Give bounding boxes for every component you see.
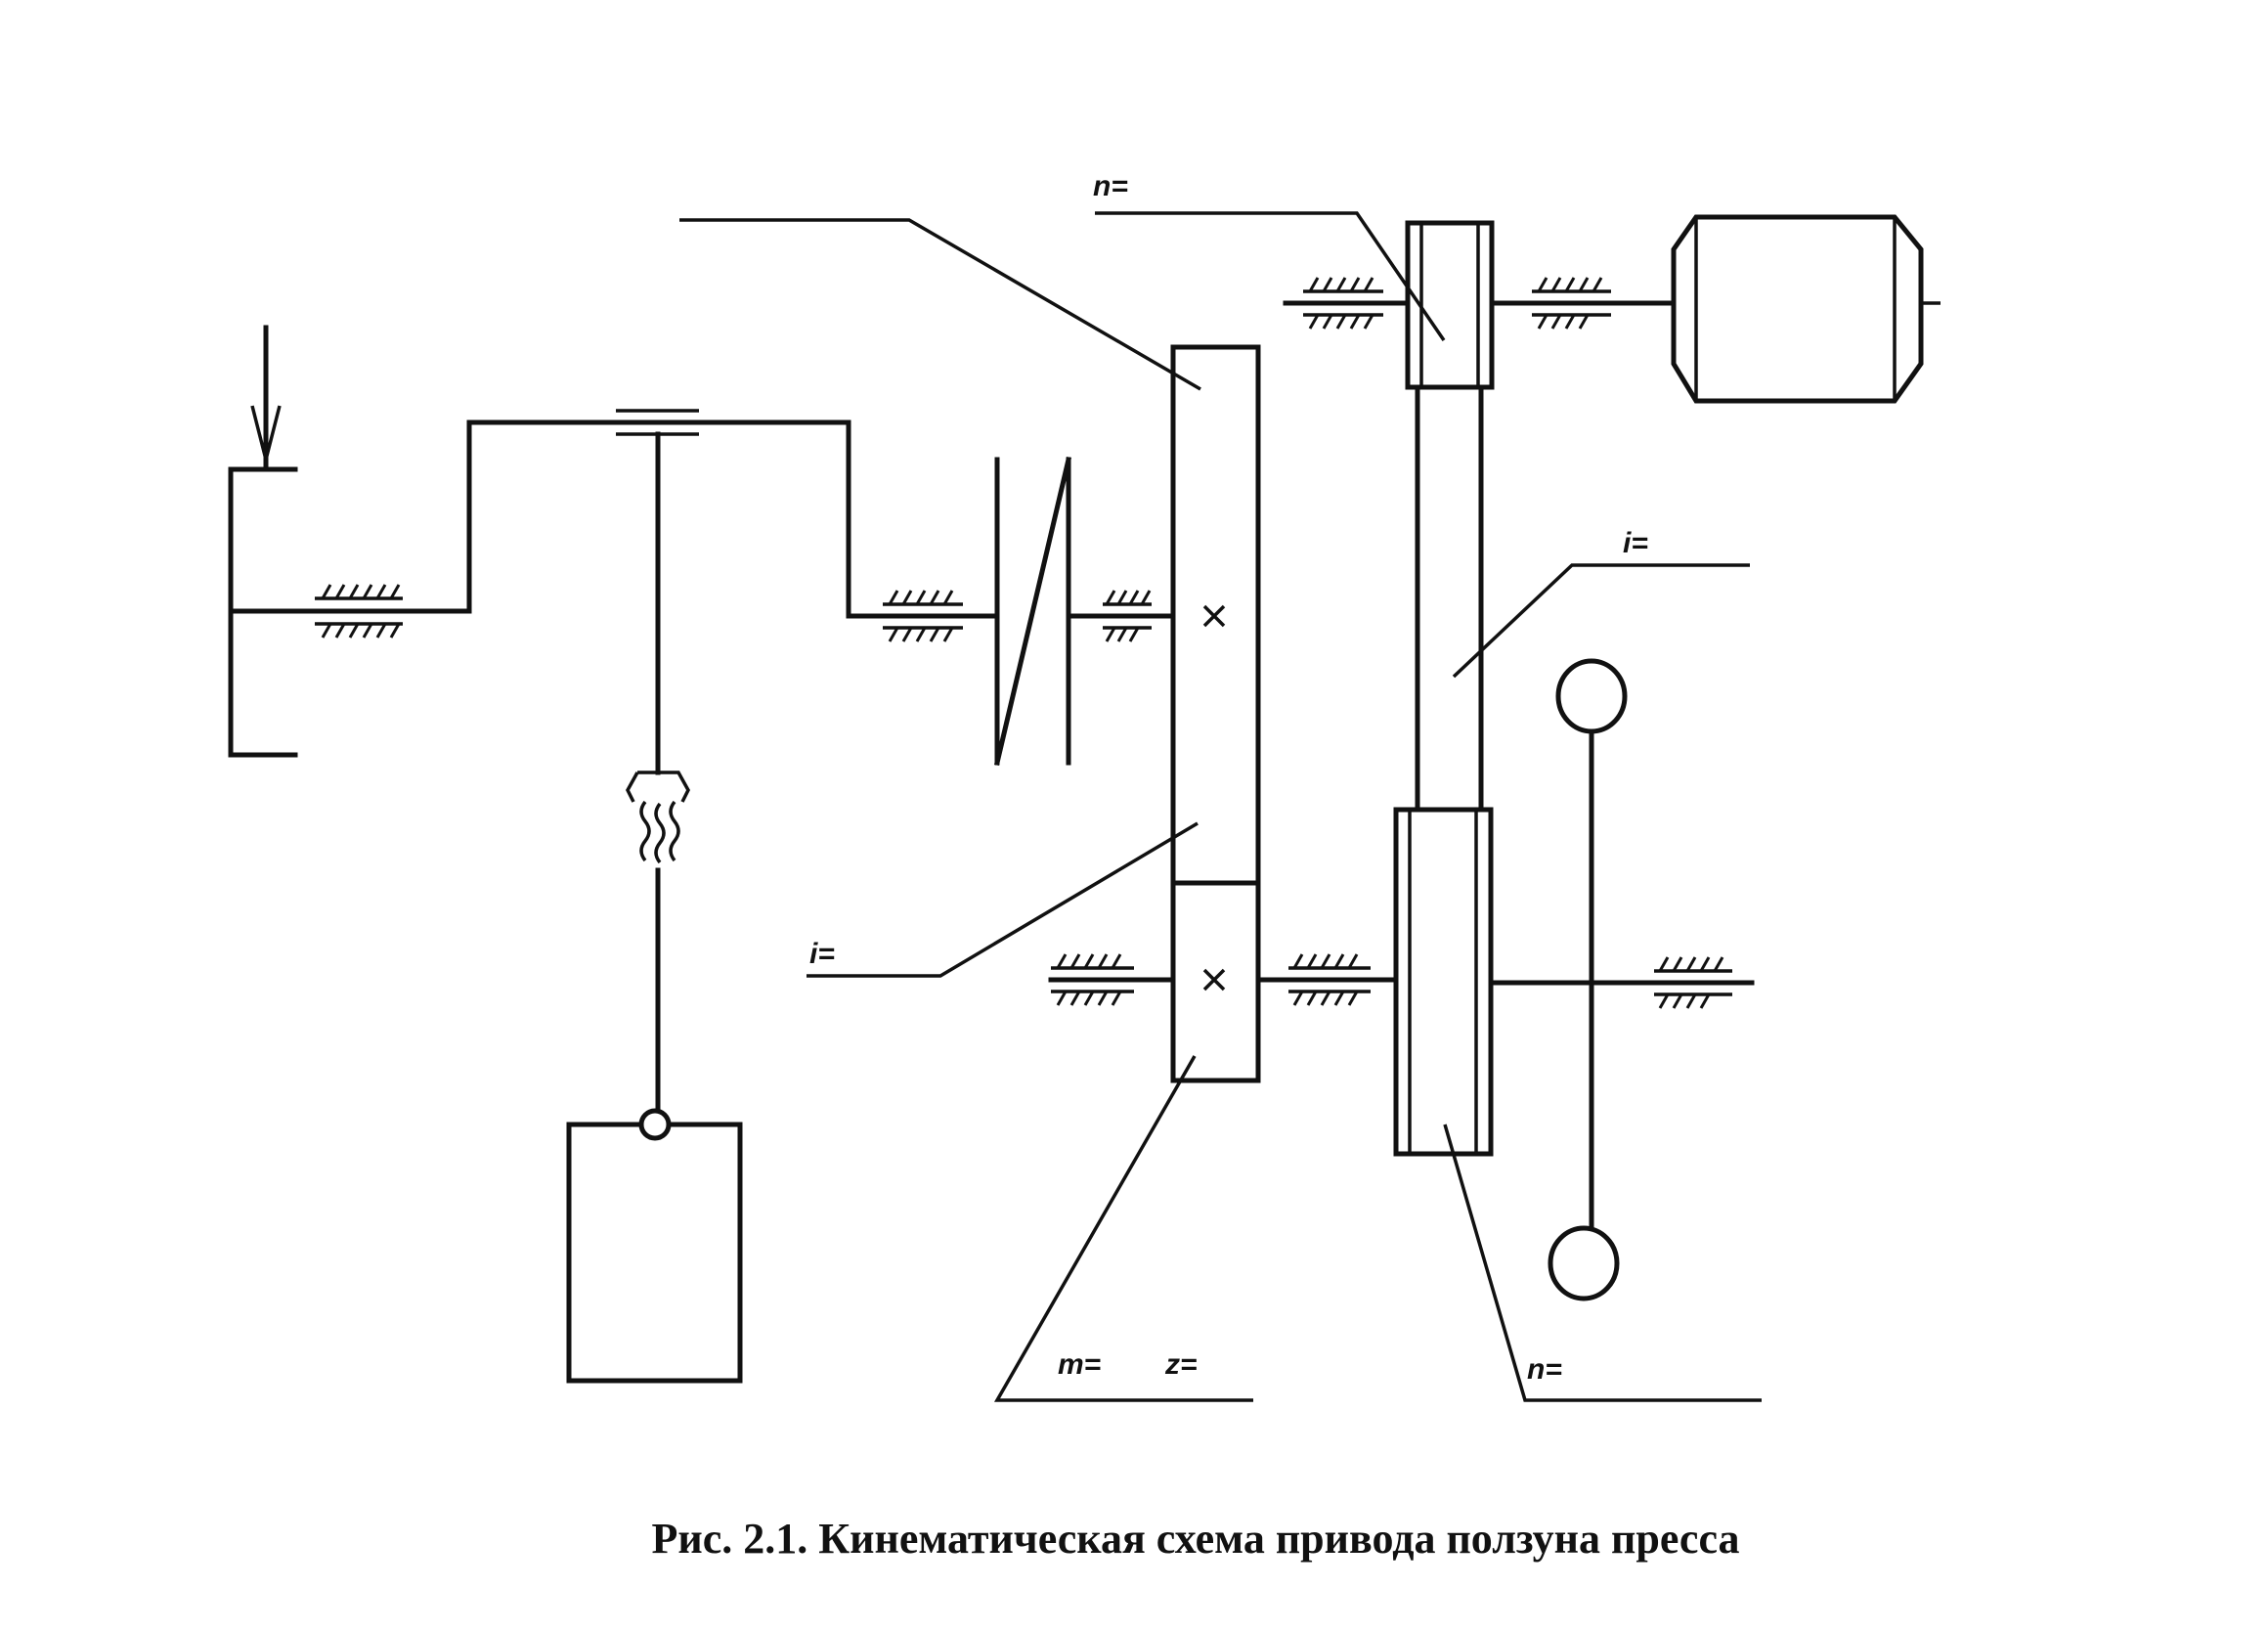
bearing-slider-shaft	[315, 584, 403, 639]
motor-pulley-speed-label: n=	[1093, 170, 1128, 202]
bearing-intermediate-middle	[1288, 953, 1371, 1006]
bearing-intermediate-right	[1654, 956, 1732, 1009]
driven-pulley-speed-label: n=	[1527, 1353, 1562, 1386]
gear-ratio-label: i=	[809, 938, 835, 970]
gear-teeth-label: z=	[1164, 1348, 1198, 1381]
bearing-motor-right	[1532, 277, 1611, 330]
leader-lines	[679, 211, 1762, 1402]
clutch	[993, 456, 1176, 767]
bearing-clutch-shaft	[1103, 590, 1152, 642]
slide-block	[566, 1108, 743, 1384]
flywheel	[1548, 658, 1628, 1301]
figure-caption: Рис. 2.1. Кинематическая схема привода п…	[651, 1515, 1739, 1563]
bearing-motor-left	[1303, 277, 1383, 330]
connecting-rod	[626, 431, 690, 1113]
bearing-crank-shaft	[883, 590, 963, 642]
gear-module-label: m=	[1058, 1348, 1101, 1381]
force-arrow	[250, 325, 282, 470]
gear-large	[1170, 344, 1261, 886]
v-belt	[1415, 383, 1484, 813]
gear-pinion	[1170, 880, 1261, 1083]
driven-pulley	[1393, 807, 1494, 1157]
electric-motor	[1671, 214, 1924, 404]
crankshaft	[466, 419, 1000, 619]
belt-ratio-label: i=	[1623, 527, 1648, 559]
press-slider	[228, 466, 472, 758]
intermediate-shaft	[1048, 977, 1755, 986]
bearing-intermediate-left	[1051, 953, 1134, 1006]
